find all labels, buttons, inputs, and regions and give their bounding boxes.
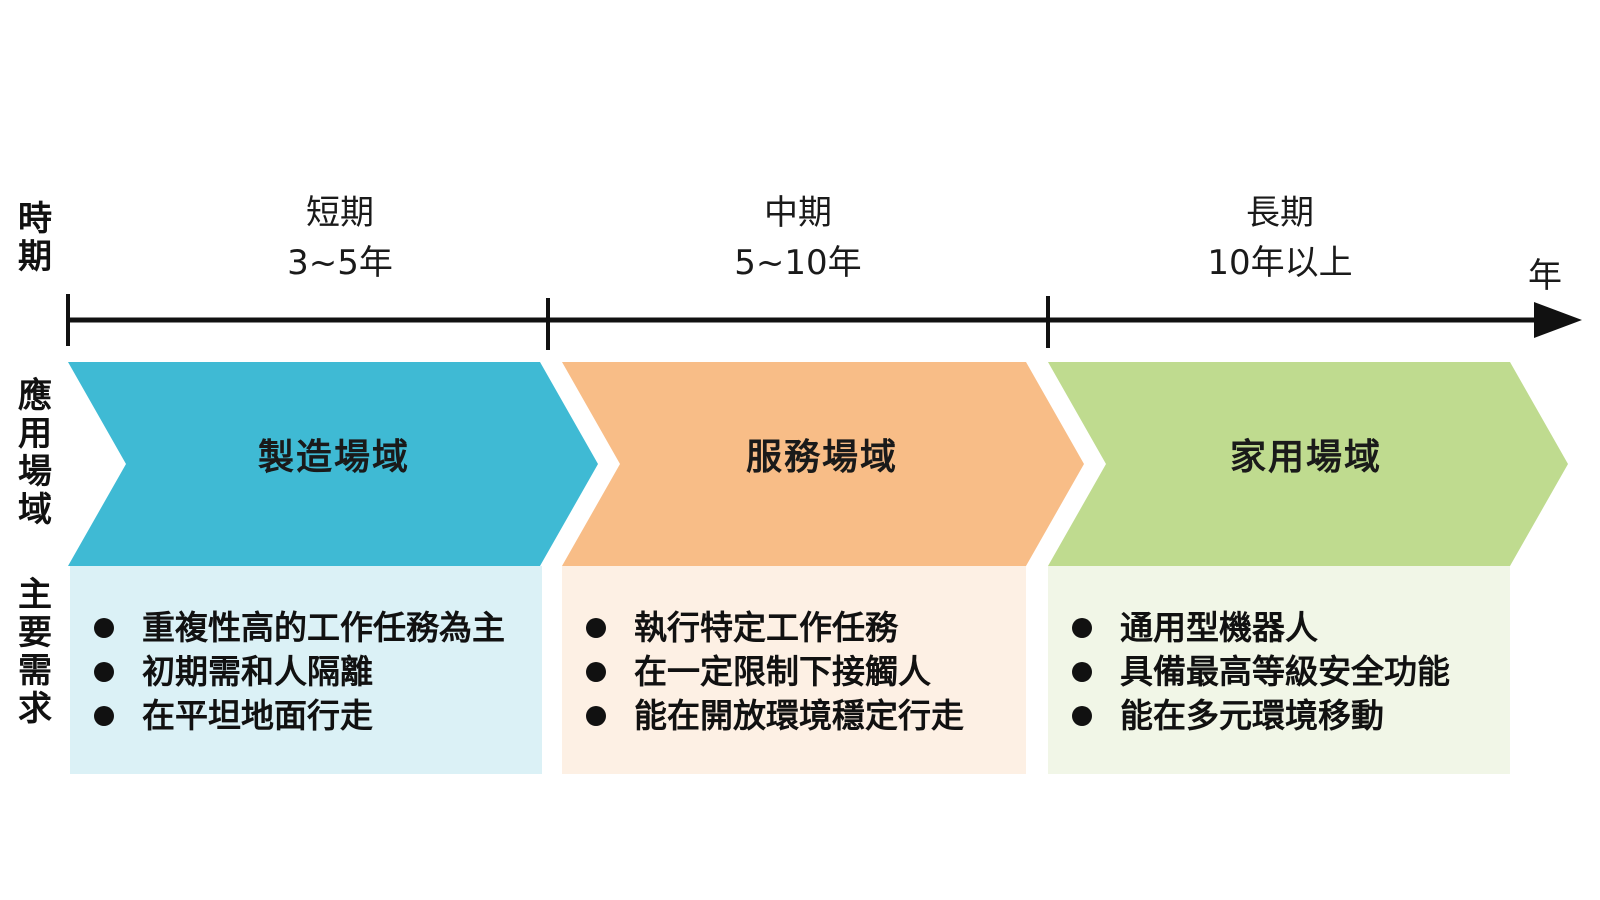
chevron-home: [1048, 362, 1568, 566]
needs-item: 重複性高的工作任務為主: [92, 606, 505, 650]
bullet-icon: [586, 662, 606, 682]
needs-item-text: 通用型機器人: [1120, 608, 1318, 647]
field-label-manufacturing: 製造場域: [257, 437, 410, 478]
needs-item: 初期需和人隔離: [92, 650, 505, 694]
needs-box-home: 通用型機器人 具備最高等級安全功能 能在多元環境移動: [1048, 566, 1510, 774]
row-label-field: 應 用 場 域: [18, 376, 52, 530]
period-short: 短期 3~5年: [190, 188, 490, 288]
chevron-manufacturing: [68, 362, 598, 566]
needs-box-service: 執行特定工作任務 在一定限制下接觸人 能在開放環境穩定行走: [562, 566, 1026, 774]
needs-item: 執行特定工作任務: [584, 606, 964, 650]
axis-arrowhead: [1534, 302, 1582, 338]
needs-list-home: 通用型機器人 具備最高等級安全功能 能在多元環境移動: [1070, 606, 1450, 738]
needs-item-text: 能在多元環境移動: [1120, 696, 1384, 735]
period-long-range: 10年以上: [1207, 243, 1353, 283]
needs-item-text: 具備最高等級安全功能: [1120, 652, 1450, 691]
needs-item-text: 執行特定工作任務: [634, 608, 898, 647]
period-short-name: 短期: [306, 193, 374, 233]
needs-item-text: 在一定限制下接觸人: [634, 652, 931, 691]
needs-list-service: 執行特定工作任務 在一定限制下接觸人 能在開放環境穩定行走: [584, 606, 964, 738]
row-label-period: 時 期: [18, 199, 52, 277]
needs-box-manufacturing: 重複性高的工作任務為主 初期需和人隔離 在平坦地面行走: [70, 566, 542, 774]
needs-item: 通用型機器人: [1070, 606, 1450, 650]
needs-list-manufacturing: 重複性高的工作任務為主 初期需和人隔離 在平坦地面行走: [92, 606, 505, 738]
bullet-icon: [94, 706, 114, 726]
timeline-axis: [66, 294, 1582, 350]
bullet-icon: [1072, 618, 1092, 638]
chevron-service: [562, 362, 1084, 566]
period-long: 長期 10年以上: [1130, 188, 1430, 288]
bullet-icon: [94, 662, 114, 682]
needs-item: 在平坦地面行走: [92, 694, 505, 738]
period-mid: 中期 5~10年: [648, 188, 948, 288]
period-mid-name: 中期: [764, 193, 832, 233]
needs-item-text: 初期需和人隔離: [142, 652, 373, 691]
needs-item: 能在開放環境穩定行走: [584, 694, 964, 738]
needs-item-text: 在平坦地面行走: [142, 696, 373, 735]
needs-item: 能在多元環境移動: [1070, 694, 1450, 738]
field-label-home: 家用場域: [1229, 437, 1382, 478]
period-long-name: 長期: [1246, 193, 1314, 233]
bullet-icon: [1072, 662, 1092, 682]
bullet-icon: [94, 618, 114, 638]
bullet-icon: [586, 618, 606, 638]
needs-item: 具備最高等級安全功能: [1070, 650, 1450, 694]
needs-item-text: 重複性高的工作任務為主: [142, 608, 505, 647]
row-label-needs: 主 要 需 求: [18, 575, 52, 729]
axis-unit-label: 年: [1528, 256, 1562, 296]
bullet-icon: [586, 706, 606, 726]
field-label-service: 服務場域: [745, 437, 898, 478]
period-mid-range: 5~10年: [734, 243, 862, 283]
needs-item-text: 能在開放環境穩定行走: [634, 696, 964, 735]
needs-item: 在一定限制下接觸人: [584, 650, 964, 694]
period-short-range: 3~5年: [287, 243, 393, 283]
bullet-icon: [1072, 706, 1092, 726]
